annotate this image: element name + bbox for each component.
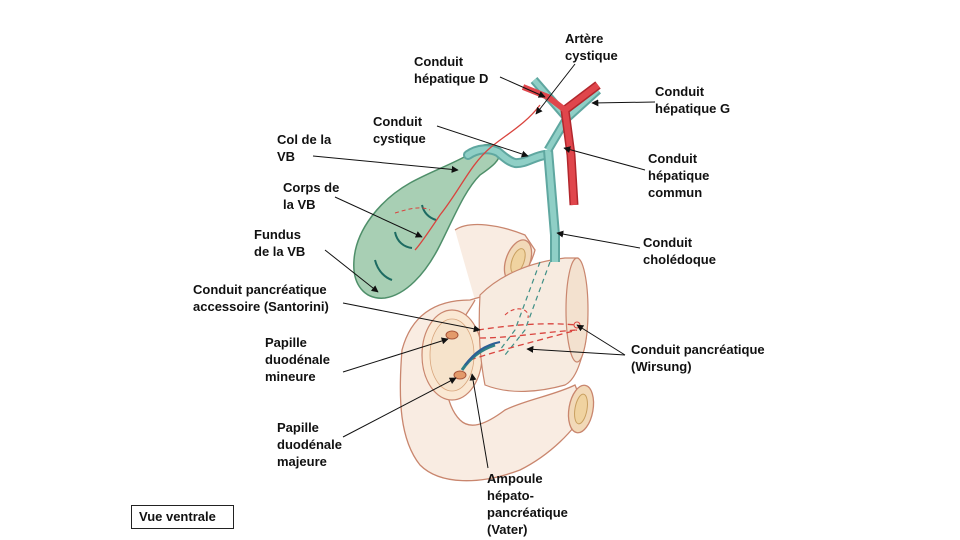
label-col-vb: Col de la VB (277, 132, 332, 164)
label-papille-majeure: Papille duodénale majeure (277, 420, 343, 469)
label-conduit-santorini: Conduit pancréatique accessoire (Santori… (193, 282, 329, 314)
view-label: Vue ventrale (131, 505, 234, 529)
label-artere-cystique: Artère cystique (565, 31, 618, 63)
leader-lines (312, 63, 656, 469)
label-conduit-choledoque: Conduit cholédoque (643, 235, 716, 267)
label-papille-mineure: Papille duodénale mineure (265, 335, 331, 384)
label-conduit-cystique: Conduit cystique (373, 114, 426, 146)
label-ampoule-vater: Ampoule hépato- pancréatique (Vater) (487, 471, 568, 537)
label-corps-vb: Corps de la VB (283, 180, 340, 212)
label-conduit-hepatique-d: Conduit hépatique D (414, 54, 489, 86)
pancreatic-ducts (445, 308, 581, 380)
arteries (394, 81, 601, 251)
label-conduit-hepatique-commun: Conduit hépatique commun (648, 151, 710, 200)
label-conduit-hepatique-g: Conduit hépatique G (655, 84, 731, 116)
label-conduit-wirsung: Conduit pancréatique (Wirsung) (631, 342, 765, 374)
label-fundus-vb: Fundus de la VB (254, 227, 306, 259)
